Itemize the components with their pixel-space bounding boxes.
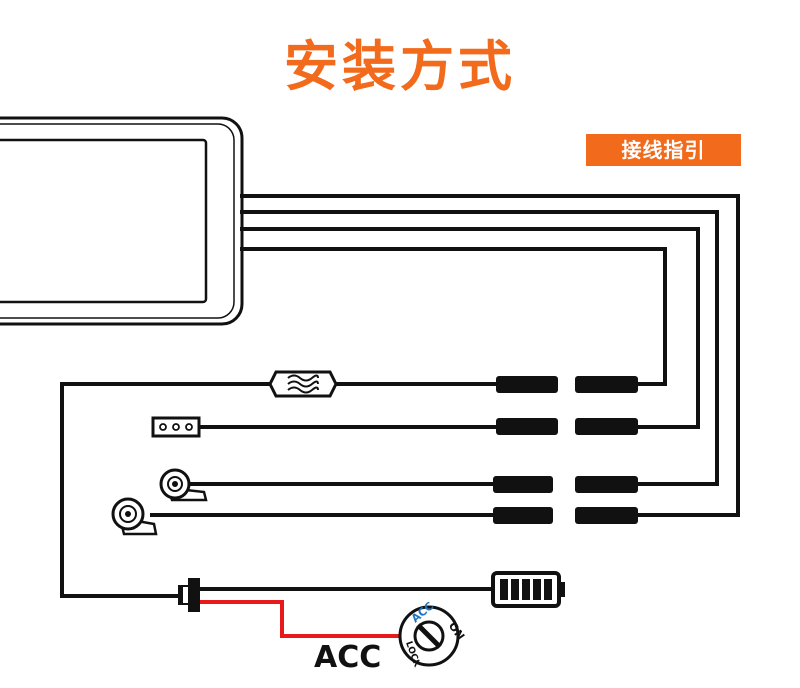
battery-icon — [491, 571, 565, 608]
fuse-icon — [266, 370, 340, 398]
connector — [575, 376, 638, 393]
connector — [575, 476, 638, 493]
ignition-switch-icon: ACC ON LOCK — [398, 599, 467, 670]
acc-wire — [200, 600, 400, 638]
connector — [493, 507, 553, 524]
power-plug-icon — [178, 578, 200, 612]
wire-power-to-plug — [60, 382, 270, 598]
rear-camera-icon — [159, 468, 208, 502]
left-connectors — [493, 376, 558, 524]
wire-bundle — [240, 194, 740, 517]
wiring-guide-badge: 接线指引 — [586, 134, 741, 166]
front-camera-icon — [111, 497, 158, 536]
connector — [575, 507, 638, 524]
wire-rear-camera — [240, 210, 719, 486]
monitor-device — [0, 116, 244, 326]
three-pin-switch-icon — [151, 416, 201, 438]
acc-label: ACC — [314, 640, 382, 675]
wire-switch — [240, 227, 700, 429]
page-title: 安装方式 — [284, 35, 516, 98]
connector — [496, 418, 558, 435]
right-connectors — [575, 376, 638, 524]
connector — [575, 418, 638, 435]
connector — [493, 476, 553, 493]
wire-front-camera — [240, 194, 740, 517]
wire-power — [240, 247, 667, 386]
connector — [496, 376, 558, 393]
